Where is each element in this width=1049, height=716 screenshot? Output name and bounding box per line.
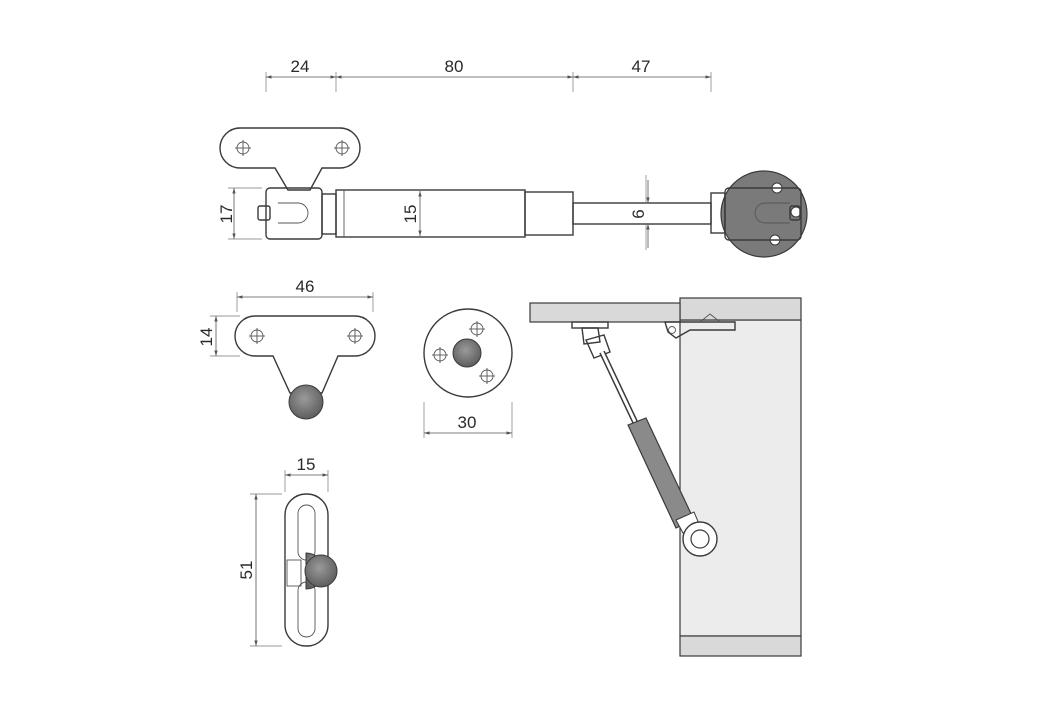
door-bracket <box>571 321 609 345</box>
door-hinge <box>664 313 736 339</box>
dim-slot-plate-width: 15 <box>297 455 316 474</box>
dim-top-bracket-length: 24 <box>291 57 310 76</box>
slotted-plate-view: 15 51 <box>237 455 338 647</box>
dim-bracket-height: 17 <box>217 205 236 224</box>
dim-rod-diameter: 6 <box>629 209 648 218</box>
mounting-plate-top <box>219 127 361 191</box>
cylinder-body <box>335 189 574 238</box>
dim-cylinder-diameter: 15 <box>401 205 420 224</box>
plate-knob <box>288 384 324 420</box>
cabinet-side-panel <box>679 319 802 637</box>
bracket-height-dimension: 17 <box>217 187 262 240</box>
left-end-fitting <box>257 187 337 240</box>
disc-plate-view: 30 <box>423 308 513 438</box>
dim-disc-diameter: 30 <box>458 413 477 432</box>
dim-slot-plate-length: 51 <box>237 561 256 580</box>
cabinet-bottom-board <box>679 635 802 657</box>
cabinet-top-board <box>679 297 802 321</box>
top-dimension-chain: 24 80 47 <box>265 57 712 92</box>
dim-plate-width: 46 <box>296 277 315 296</box>
gas-strut-side-view: 24 80 47 <box>217 57 808 258</box>
dim-cylinder-length: 80 <box>445 57 464 76</box>
rod-diameter-dimension: 6 <box>629 175 650 250</box>
cylinder-diameter-dimension: 15 <box>401 191 422 236</box>
cabinet-installation-view <box>529 297 802 657</box>
mounting-plate-front-view: 46 14 <box>197 277 376 420</box>
right-end-fitting <box>710 170 808 258</box>
dim-plate-height: 14 <box>197 328 216 347</box>
dim-rod-length: 47 <box>632 57 651 76</box>
cabinet-door <box>529 302 681 323</box>
installed-gas-strut <box>585 334 718 557</box>
